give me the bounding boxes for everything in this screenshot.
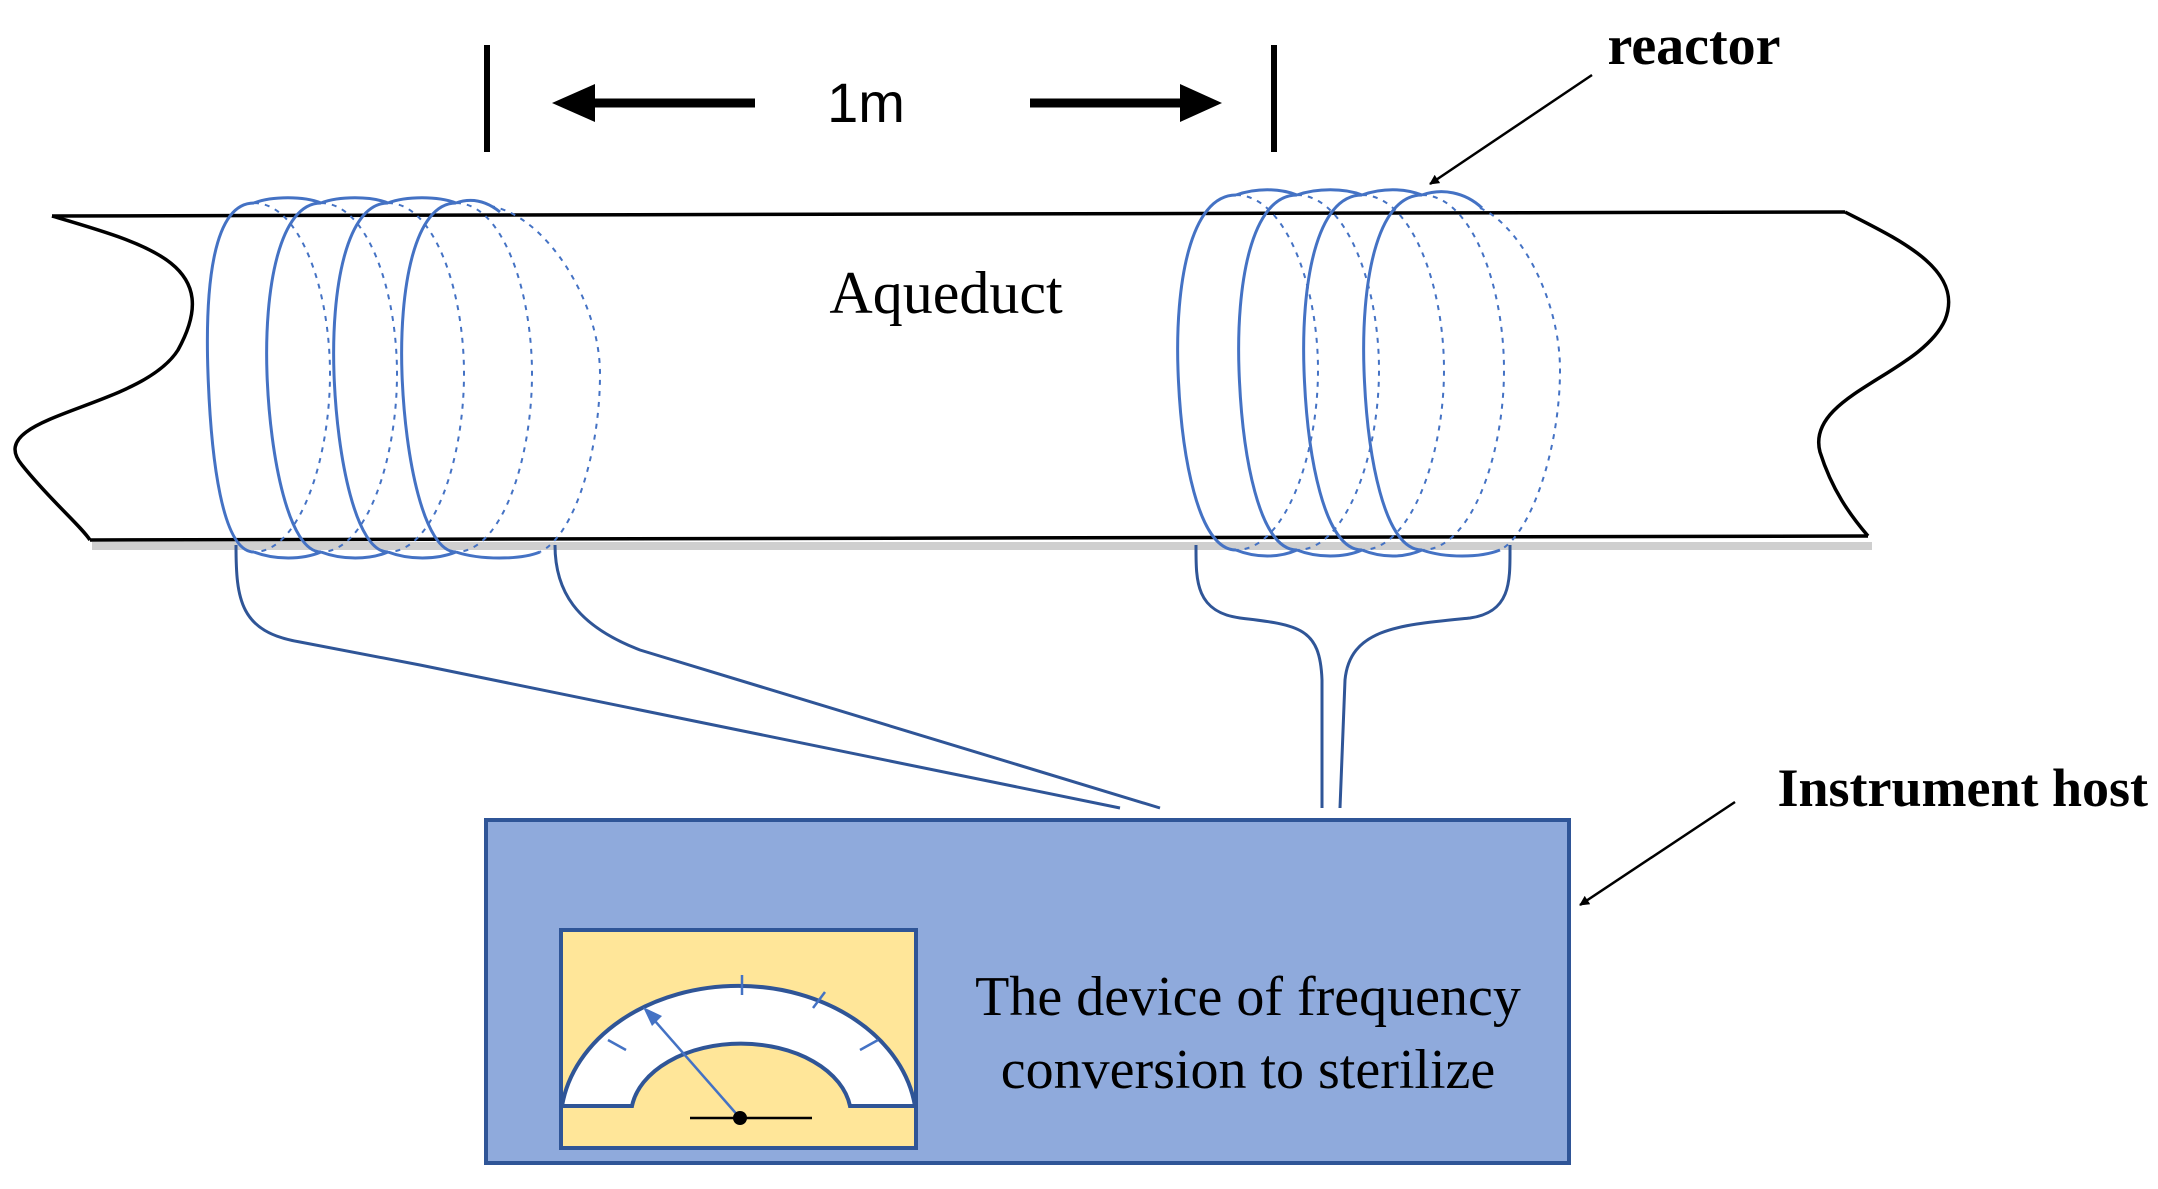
host-device-line-2: conversion to sterilize	[1001, 1039, 1496, 1101]
distance-arrow-right	[1030, 84, 1222, 122]
wire-right-1	[1194, 544, 1324, 808]
distance-indicator: 1m	[484, 45, 1277, 152]
dial-gauge-icon	[559, 928, 918, 1150]
host-leader-arrow	[1579, 800, 1736, 907]
reactor-callout: reactor	[1429, 15, 1781, 186]
host-callout: Instrument host	[1579, 758, 2148, 907]
wire-left-1	[234, 544, 1121, 810]
pipe-left-break	[13, 214, 194, 541]
distance-arrow-left	[552, 84, 755, 122]
pipe-right-break	[1816, 210, 1951, 538]
instrument-host: The device of frequency conversion to st…	[484, 818, 1571, 1165]
pipe-label: Aqueduct	[829, 260, 1063, 326]
reactor-coil-right	[1176, 188, 1562, 558]
wire-left-2	[553, 544, 1161, 810]
pipe-bottom-edge	[89, 534, 1869, 542]
host-device-line-1: The device of frequency	[975, 966, 1521, 1028]
reactor-label: reactor	[1607, 15, 1780, 77]
aqueduct-pipe: Aqueduct	[13, 210, 1951, 550]
host-label: Instrument host	[1777, 758, 2148, 818]
distance-label: 1m	[827, 71, 905, 134]
reactor-leader-arrow	[1429, 73, 1593, 186]
wire-right-2	[1338, 544, 1512, 809]
reactor-coil-left	[205, 196, 602, 560]
connection-wires	[234, 544, 1512, 810]
pipe-top-edge	[51, 210, 1846, 218]
